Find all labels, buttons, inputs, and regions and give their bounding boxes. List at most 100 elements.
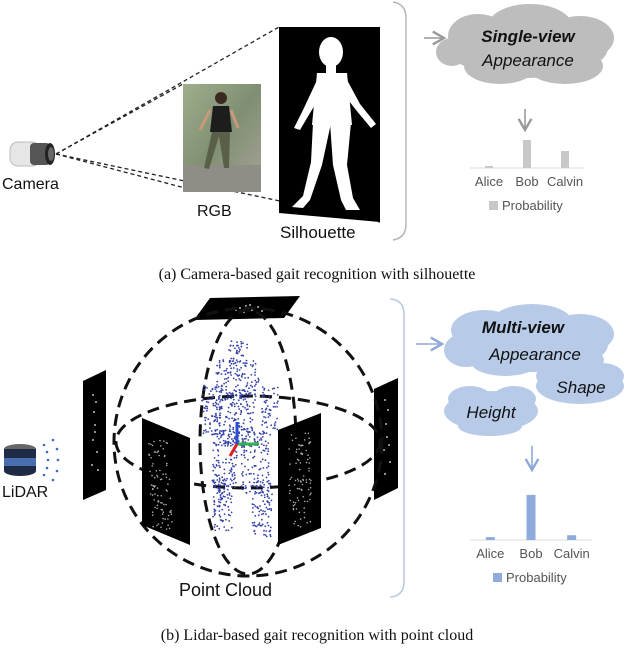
point-cloud-dot	[243, 446, 246, 448]
rgb-image	[183, 84, 261, 192]
coordinate-axes-icon	[228, 422, 259, 457]
point-cloud-dot	[230, 357, 233, 360]
point-cloud-dot	[243, 373, 246, 375]
point-cloud-dot	[265, 535, 268, 538]
point-cloud-dot	[259, 505, 261, 507]
point-cloud-dot	[265, 444, 268, 447]
projection-dot	[310, 479, 312, 482]
point-cloud-dot	[242, 471, 244, 473]
point-cloud-dot	[217, 490, 220, 492]
point-cloud-dot	[250, 381, 253, 383]
point-cloud-dot	[226, 397, 229, 400]
point-cloud-dot	[220, 390, 222, 392]
projection-dot	[295, 448, 298, 451]
point-cloud-dot	[215, 399, 218, 402]
point-cloud-dot	[219, 436, 222, 439]
point-cloud-dot	[222, 433, 225, 435]
point-cloud-dot	[266, 453, 269, 455]
point-cloud-dot	[226, 477, 228, 480]
point-cloud-dot	[233, 477, 236, 479]
point-cloud-dot	[230, 367, 233, 370]
projection-dot	[297, 459, 300, 462]
point-cloud-label: Point Cloud	[179, 580, 272, 600]
projection-dot	[157, 500, 160, 503]
point-cloud-dot	[267, 448, 269, 450]
right-projection-image	[374, 378, 398, 500]
chart-b-tick-bob: Bob	[519, 546, 542, 561]
projection-dot	[300, 488, 302, 491]
projection-dot	[288, 484, 290, 487]
point-cloud-dot	[248, 473, 251, 475]
projection-dot	[297, 444, 300, 446]
point-cloud-dot	[241, 474, 244, 477]
point-cloud-dot	[232, 344, 235, 347]
point-cloud-dot	[262, 486, 265, 489]
point-cloud-dot	[212, 485, 215, 488]
point-cloud-dot	[226, 396, 229, 398]
point-cloud-dot	[218, 366, 221, 369]
point-cloud-dot	[230, 433, 233, 436]
chart-a-legend-swatch	[489, 201, 498, 210]
point-cloud-dot	[212, 515, 215, 518]
point-cloud-dot	[227, 443, 230, 446]
point-cloud-dot	[251, 429, 254, 432]
point-cloud-dot	[252, 485, 255, 488]
point-cloud-dot	[267, 416, 270, 418]
chart-a-tick-calvin: Calvin	[547, 174, 583, 189]
point-cloud-dot	[236, 374, 238, 376]
point-cloud-dot	[212, 463, 215, 466]
point-cloud-dot	[216, 505, 219, 508]
point-cloud-dot	[229, 442, 232, 444]
projection-dot	[150, 457, 152, 459]
point-cloud-dot	[222, 439, 225, 442]
point-cloud-dot	[234, 362, 237, 364]
projection-dot	[160, 508, 163, 511]
projection-dot	[162, 473, 164, 476]
projection-dot	[305, 481, 308, 484]
point-cloud-dot	[272, 405, 275, 408]
projection-dot	[151, 474, 153, 477]
point-cloud-dot	[252, 456, 255, 459]
point-cloud-dot	[249, 451, 252, 454]
point-cloud-dot	[218, 422, 221, 425]
point-cloud-dot	[261, 386, 264, 388]
point-cloud-dot	[264, 525, 267, 528]
point-cloud-dot	[273, 387, 276, 390]
point-cloud-dot	[225, 416, 227, 418]
point-cloud-dot	[246, 382, 249, 384]
projection-dot	[292, 501, 295, 504]
point-cloud-dot	[230, 486, 233, 488]
chart-b-legend-label: Probability	[506, 570, 567, 585]
point-cloud-dot	[266, 480, 269, 483]
point-cloud-dot	[246, 404, 249, 407]
projection-dot	[298, 511, 301, 514]
projection-dot	[149, 470, 151, 473]
panel-a: Camera RGB	[2, 1, 614, 242]
point-cloud-dot	[230, 394, 233, 396]
point-cloud-dot	[267, 462, 270, 464]
point-cloud-dot	[245, 408, 248, 411]
projection-dot	[307, 432, 310, 435]
point-cloud-dot	[242, 354, 244, 357]
point-cloud-dot	[245, 473, 248, 476]
point-cloud-dot	[232, 357, 235, 360]
point-cloud-dot	[270, 424, 273, 427]
point-cloud-dot	[237, 375, 240, 377]
point-cloud-dot	[216, 479, 219, 481]
point-cloud-dot	[263, 529, 265, 532]
point-cloud-dot	[217, 398, 220, 400]
point-cloud-dot	[214, 509, 217, 512]
point-cloud-dot	[264, 401, 267, 404]
point-cloud-dot	[232, 367, 235, 369]
point-cloud-dot	[250, 472, 252, 475]
point-cloud-dot	[266, 405, 269, 407]
point-cloud-dot	[246, 403, 249, 406]
point-cloud-dot	[217, 488, 220, 490]
point-cloud-dot	[210, 390, 212, 393]
projection-dot	[308, 437, 311, 440]
point-cloud-dot	[219, 466, 221, 469]
point-cloud-dot	[263, 387, 266, 390]
silhouette-image	[279, 27, 380, 222]
chart-b-legend-swatch	[493, 573, 502, 582]
